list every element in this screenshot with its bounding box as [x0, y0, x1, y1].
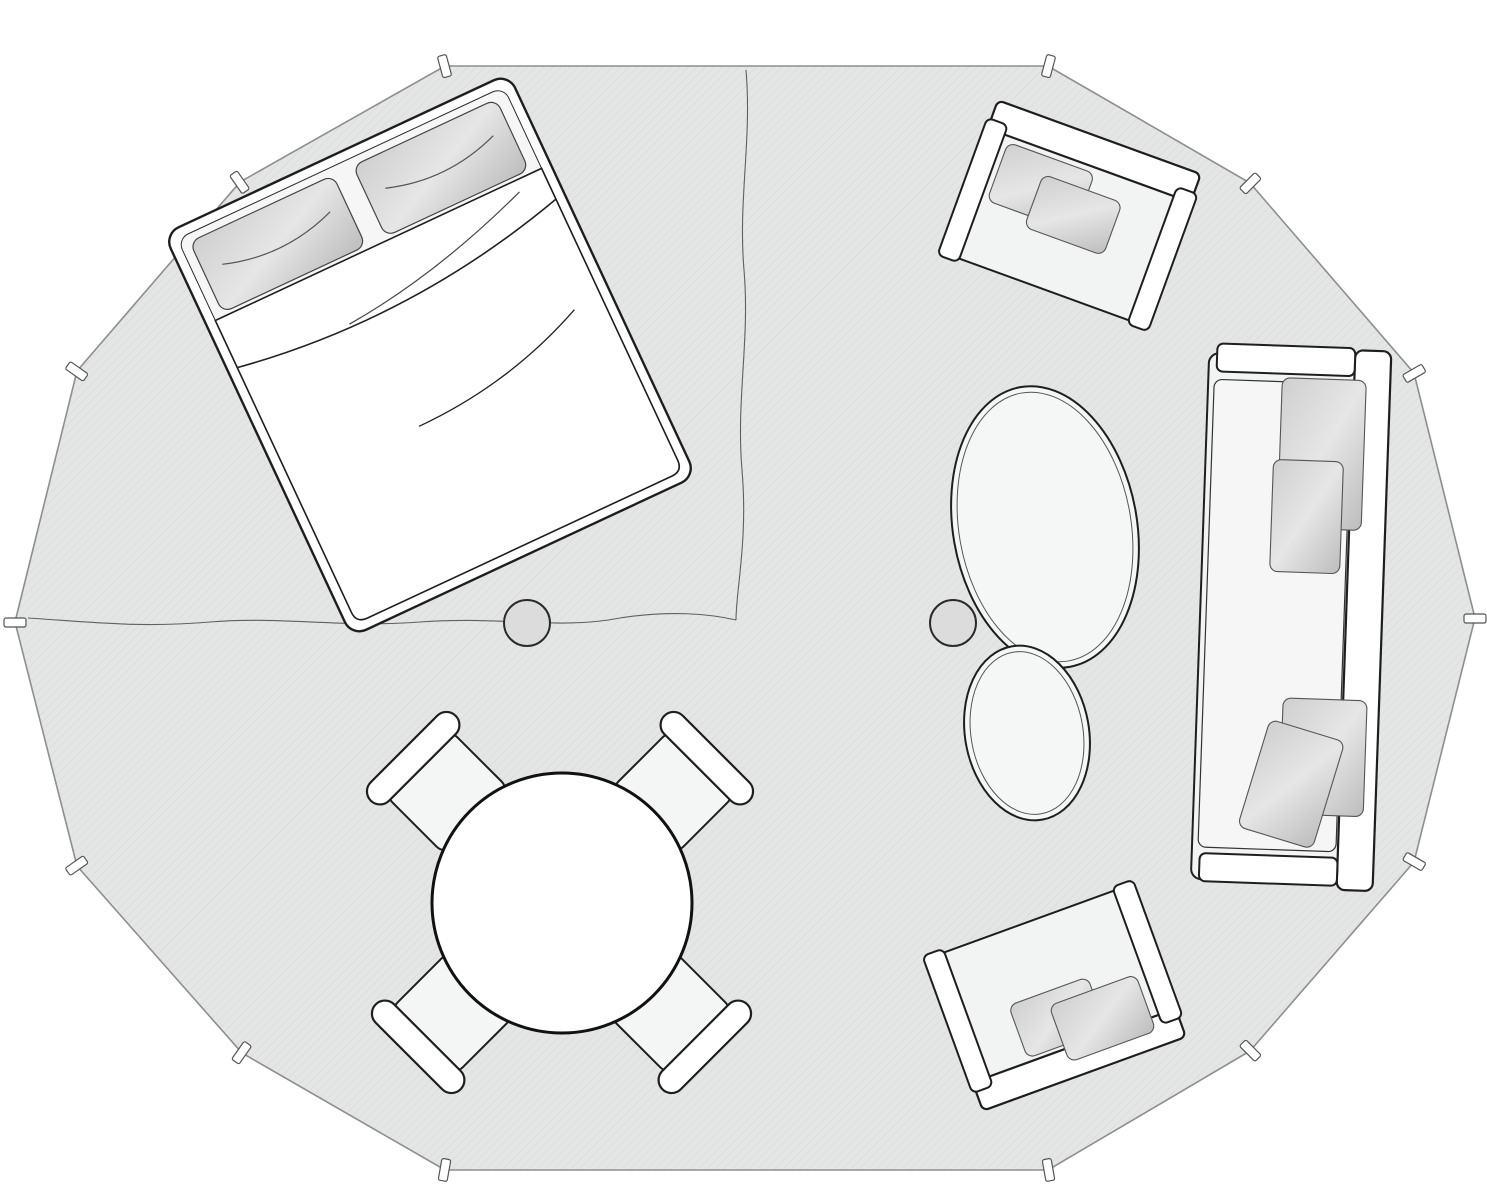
floor-seams [27, 69, 749, 626]
tent-stake-icon [1041, 1158, 1056, 1182]
chair-back [659, 710, 755, 806]
dining-set [365, 710, 755, 1095]
double-bed-icon [168, 77, 692, 633]
armchair-bottom [923, 880, 1186, 1111]
tent-stake-icon [1402, 852, 1426, 871]
tent-stake-icon [1239, 172, 1262, 195]
tent-stake-icon [437, 54, 452, 79]
tent-stake-icon [1402, 364, 1426, 383]
armchair-top [938, 100, 1201, 331]
armchair-icon [923, 880, 1186, 1111]
tent-stake-icon [229, 170, 250, 194]
tent-stakes [3, 54, 1487, 1182]
seam-line-vertical [735, 69, 749, 621]
sofa-icon [1190, 342, 1393, 892]
double-bed [168, 77, 692, 633]
tent-stake-icon [3, 617, 27, 628]
chair-back [365, 710, 461, 806]
round-dining-table-icon [430, 771, 694, 1035]
tent-stake-icon [65, 361, 89, 382]
tent-stake-icon [1041, 54, 1056, 79]
oval-rug-icon [950, 385, 1140, 669]
rugs [950, 385, 1140, 822]
oval-rug-icon [963, 644, 1091, 822]
tent-stake-icon [65, 855, 89, 876]
chair-back [370, 999, 466, 1095]
tent-stake-icon [437, 1158, 452, 1182]
sofa [1190, 342, 1393, 892]
tent-stake-icon [1239, 1039, 1262, 1062]
tent-stake-icon [1463, 613, 1487, 624]
chair-back [657, 999, 753, 1095]
armchair-icon [938, 100, 1201, 331]
seam-line-horizontal [27, 613, 737, 626]
tent-poles [503, 599, 977, 647]
tent-stake-icon [231, 1041, 252, 1065]
tent-pole-icon [929, 599, 977, 647]
tent-pole-icon [503, 599, 551, 647]
